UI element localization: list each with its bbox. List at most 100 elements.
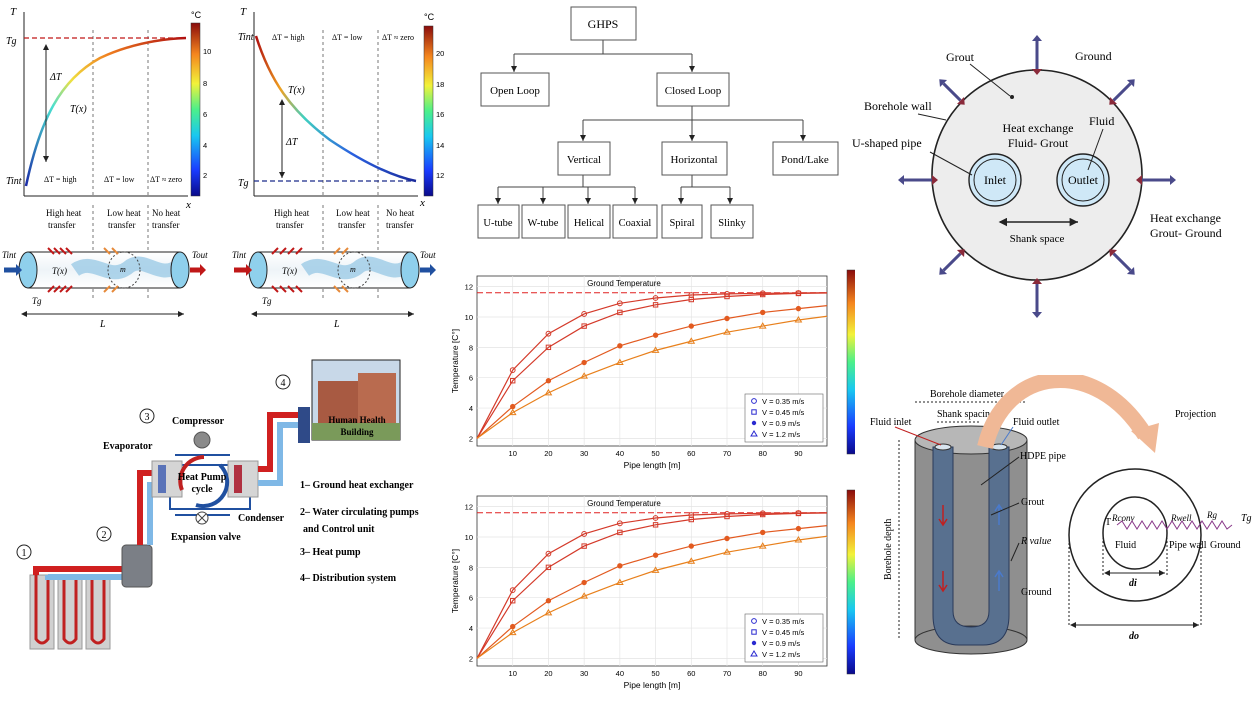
pipe-illustration [234,247,436,293]
colorbar-tick: 16 [436,110,444,119]
curve-label: T(x) [288,85,305,96]
colorbar-tick: 2 [203,171,207,180]
colorbar [190,22,201,197]
data-point [794,316,803,323]
y-tick-label: 4 [469,404,473,413]
heat-exchange-1-line2: Fluid- Grout [1008,136,1069,150]
pipe-m-label: m [350,265,356,274]
borehole-projection: Borehole diameter Shank spacing Fluid in… [870,375,1252,655]
pipe-wall-label: Pipe wall [1169,540,1207,551]
pipe-outlet-label: Tout [420,250,436,260]
expansion-valve-label: Expansion valve [171,532,241,543]
data-point [617,529,623,536]
y-axis-label: Temperature [C°] [450,549,460,613]
data-point [581,579,587,586]
x-tick-label: 50 [651,449,659,458]
node-ghps: GHPS [588,17,619,31]
building-label-2: Building [340,427,374,437]
shank-spacing-label: Shank spacing [937,409,995,420]
legend-label: V = 0.9 m/s [762,419,800,428]
profile-right-panel: T x Tg Tint ΔT T(x) ΔT = high ΔT = low Δ… [232,6,444,330]
node-horizontal: Horizontal [670,154,717,166]
y-tick-label: 6 [469,374,473,383]
legend-box [744,613,824,663]
colorbar-tick: 10 [203,47,211,56]
temperature-curve [24,36,187,187]
axis-y-label: T [10,6,17,18]
pipe-tx-label: T(x) [282,266,297,276]
legend-marker [751,409,757,415]
x-tick-label: 10 [509,669,517,678]
x-tick-label: 60 [687,449,695,458]
ground-label: Ground [1021,587,1052,598]
data-point [581,323,587,329]
legend-4: 4– Distribution system [300,573,397,584]
marker-1: 1 [22,548,27,559]
borehole-body [914,439,1028,641]
marker-2: 2 [102,530,107,541]
legend-marker [750,430,758,437]
data-point [724,535,730,542]
data-point [688,516,694,523]
do-label: do [1129,631,1139,642]
transfer-label: transfer [386,220,413,230]
data-point [795,510,802,517]
legend-2b: and Control unit [303,524,375,535]
legend-marker [751,640,757,646]
colorbar-tick: 20 [436,49,444,58]
axis-y-label: T [240,6,247,18]
legend-label: V = 0.35 m/s [762,397,805,406]
colorbar-tick: 18 [436,80,444,89]
data-point [544,608,553,616]
colorbar-tick: 8 [203,79,207,88]
data-point [760,309,766,316]
data-point [723,328,731,335]
tint-label: Tint [6,176,22,187]
y-tick-label: 4 [469,624,473,633]
data-point [581,543,587,549]
x-tick-label: 50 [651,669,659,678]
data-point [581,531,588,537]
ground-label: Ground [1075,49,1112,63]
pipe-tx-label: T(x) [52,266,67,276]
colorbar [846,489,855,675]
data-point [508,408,517,416]
data-point [652,522,659,528]
y-tick-label: 8 [469,563,473,572]
building-label-1: Human Health [328,415,385,425]
node-slinky: Slinky [718,218,746,229]
grout-label: Grout [946,50,975,64]
profile-left-panel: T x Tg Tint ΔT T(x) ΔT = high ΔT = low Δ… [2,6,211,330]
node-closed-loop: Closed Loop [665,85,722,97]
inlet-label: Inlet [984,173,1007,187]
data-point [615,578,624,586]
transfer-label: transfer [152,220,179,230]
legend-marker [751,398,757,404]
zone-label-low: ΔT = low [104,175,135,184]
chart-title: Ground Temperature [587,499,661,508]
fluid-inlet-label: Fluid inlet [870,417,912,428]
rvalue-label: R value [1020,536,1052,547]
x-tick-label: 20 [544,669,552,678]
di-label: di [1129,578,1137,589]
borehole-diameter-label: Borehole diameter [930,389,1005,400]
inner-circle [1102,496,1168,570]
colorbar-tick: 4 [203,141,207,150]
x-tick-label: 90 [794,449,802,458]
x-tick-label: 30 [580,449,588,458]
y-tick-label: 12 [465,503,473,512]
data-point [688,543,694,549]
legend-label: V = 1.2 m/s [762,430,800,439]
legend-marker [751,618,757,624]
x-axis-label: Pipe length [m] [624,680,681,690]
transfer-label: transfer [338,220,365,230]
resistance-chain [1116,520,1233,530]
data-point [616,300,623,307]
pipe-tg-label: Tg [262,296,272,306]
fluid-label: Fluid [1089,114,1114,128]
length-label: L [333,319,340,330]
y-tick-label: 6 [469,594,473,603]
data-point [545,330,552,337]
pump-unit [121,544,153,588]
zone-label-zero: ΔT ≈ zero [150,175,182,184]
